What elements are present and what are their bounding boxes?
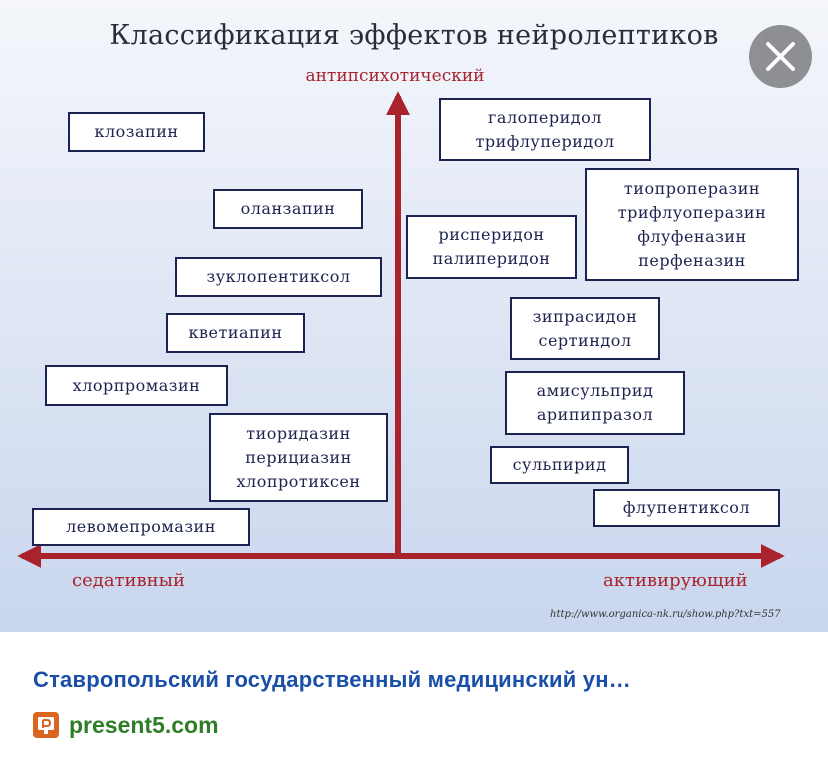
drug-name: оланзапин [240, 199, 336, 218]
drug-box-levomepromazine: левомепромазин [32, 508, 250, 546]
close-button[interactable] [749, 25, 812, 88]
drug-name: арипипразол [536, 405, 654, 424]
drug-box-quetiapine: кветиапин [166, 313, 305, 353]
drug-name: палиперидон [432, 249, 551, 268]
drug-name: кветиапин [188, 323, 283, 342]
drug-name: флупентиксол [622, 498, 751, 517]
axis-label-antipsychotic: антипсихотический [305, 66, 485, 86]
drug-name: галоперидол [488, 107, 602, 127]
drug-box-sulpiride: сульпирид [490, 446, 629, 484]
drug-name: перфеназин [638, 250, 746, 270]
presentation-icon [33, 712, 59, 738]
drug-box-chlorpromazine: хлорпромазин [45, 365, 228, 406]
drug-name: хлопротиксен [236, 471, 361, 491]
drug-name: рисперидон [438, 225, 545, 244]
source-url: http://www.organica-nk.ru/show.php?txt=5… [550, 609, 781, 620]
drug-name: левомепромазин [66, 517, 216, 536]
drug-box-zuclopenthixol: зуклопентиксол [175, 257, 382, 297]
drug-box-flupentixol: флупентиксол [593, 489, 780, 527]
axes [17, 91, 785, 568]
drug-box-thioridazine-group: тиоридазин перициазин хлопротиксен [209, 413, 388, 502]
close-icon [766, 42, 795, 71]
slide-image: Классификация эффектов нейролептиков ант… [0, 0, 828, 632]
slide-title: Классификация эффектов нейролептиков [109, 20, 719, 51]
drug-name: трифлуоперазин [617, 202, 767, 222]
drug-name: зипрасидон [532, 306, 638, 326]
drug-name: зуклопентиксол [206, 267, 351, 286]
drug-box-haloperidol-group: галоперидол трифлуперидол [439, 98, 651, 161]
result-title-link[interactable]: Ставропольский государственный медицинск… [33, 667, 631, 692]
drug-name: хлорпромазин [72, 375, 201, 395]
drug-box-clozapine: клозапин [68, 112, 205, 152]
drug-name: амисульприд [536, 381, 654, 400]
drug-box-thioproperazine-group: тиопроперазин трифлуоперазин флуфеназин … [585, 168, 799, 281]
drug-name: тиопроперазин [623, 178, 761, 198]
drug-name: сертиндол [538, 330, 632, 350]
drug-box-olanzapine: оланзапин [213, 189, 363, 229]
axis-label-activating: активирующий [603, 570, 748, 591]
drug-box-risperidone-group: рисперидон палиперидон [406, 215, 577, 279]
drug-name: перициазин [245, 447, 352, 467]
drug-box-amisulpride-group: амисульприд арипипразол [505, 371, 685, 435]
drug-name: тиоридазин [246, 423, 351, 443]
drug-name: трифлуперидол [475, 131, 615, 151]
drug-name: клозапин [94, 122, 179, 141]
site-name: present5.com [69, 711, 219, 738]
drug-box-ziprasidone-group: зипрасидон сертиндол [510, 297, 660, 360]
result-source[interactable]: present5.com [33, 710, 219, 740]
axis-label-sedative: седативный [72, 570, 185, 591]
drug-name: сульпирид [512, 455, 607, 474]
drug-name: флуфеназин [637, 226, 747, 246]
